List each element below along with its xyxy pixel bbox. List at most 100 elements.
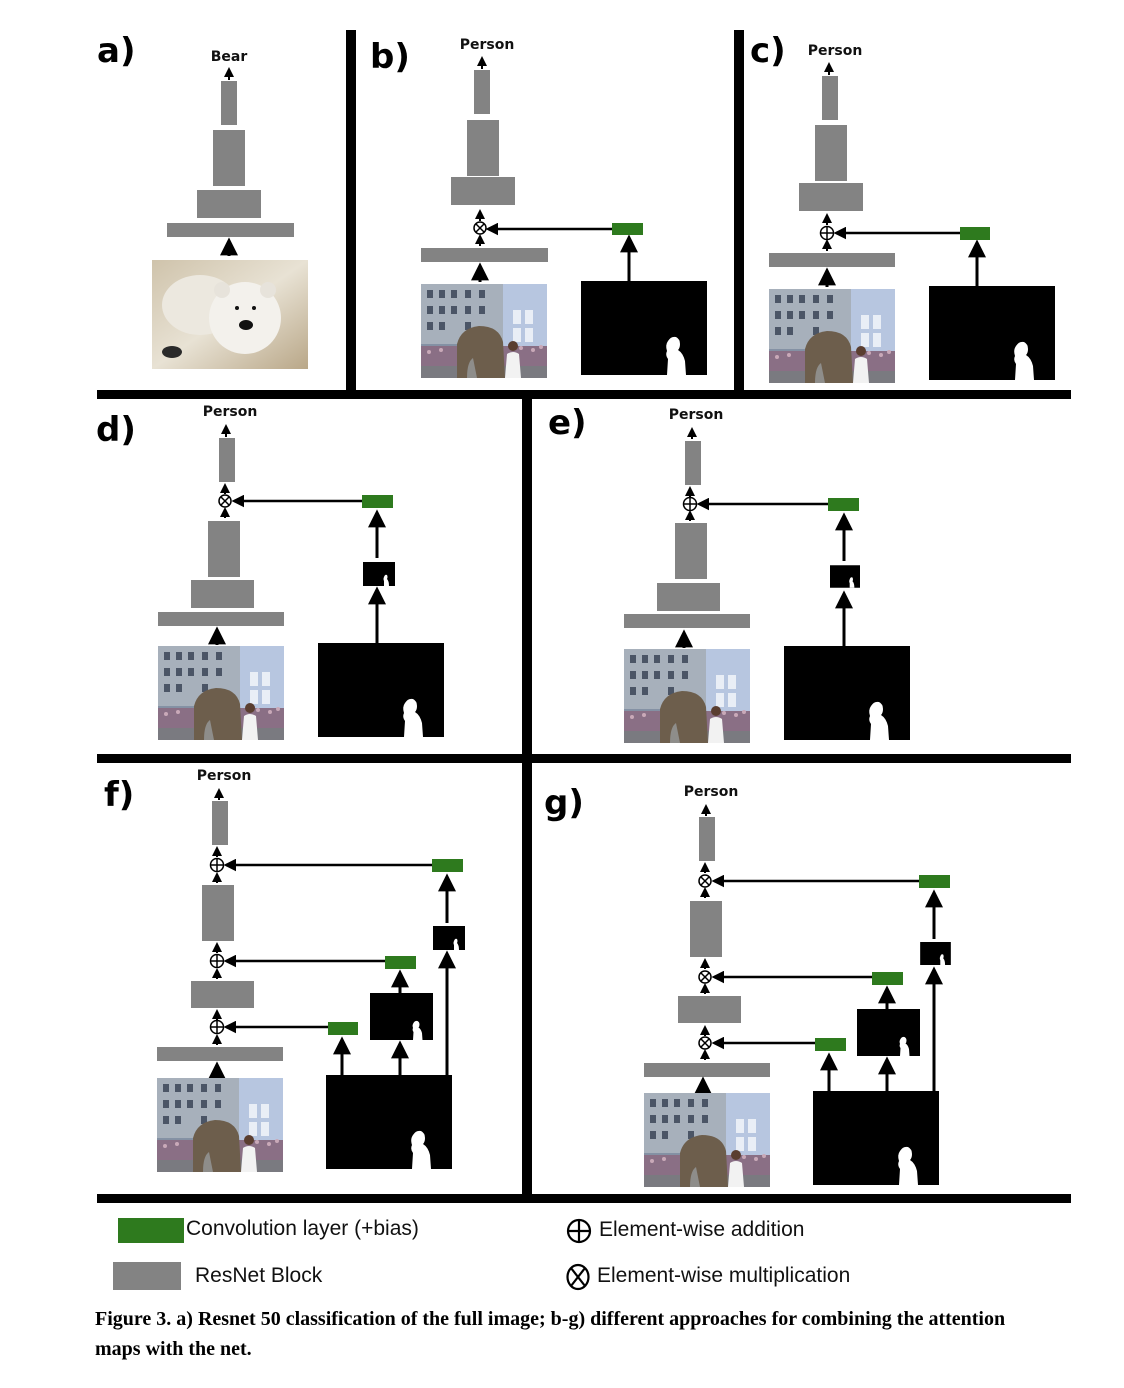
divider-f-g xyxy=(522,763,532,1197)
downsampled-mask xyxy=(370,993,433,1040)
resnet-block xyxy=(421,248,548,262)
panel-dividers xyxy=(97,30,1071,1203)
multiply-op-icon xyxy=(698,874,712,888)
resnet-block xyxy=(167,223,294,237)
conv-layer xyxy=(432,859,463,872)
legend-add-label: Element-wise addition xyxy=(599,1218,805,1241)
resnet-block xyxy=(467,120,499,176)
input-image-street xyxy=(157,1078,283,1172)
resnet-block xyxy=(815,125,847,181)
input-image-street xyxy=(624,649,750,743)
conv-layer xyxy=(919,875,950,888)
divider-d-e xyxy=(522,399,532,759)
divider-row2 xyxy=(97,754,1071,763)
resnet-block xyxy=(690,901,722,957)
resnet-block xyxy=(685,441,701,485)
panel-letter: c) xyxy=(750,31,786,71)
add-op-icon xyxy=(566,1218,592,1244)
input-image-street xyxy=(769,289,895,383)
conv-layer xyxy=(872,972,903,985)
divider-row1 xyxy=(97,390,1071,399)
multiply-op-icon xyxy=(218,494,232,508)
attention-mask xyxy=(326,1075,452,1169)
output-label: Person xyxy=(460,37,515,53)
attention-mask xyxy=(784,646,910,740)
attention-mask xyxy=(813,1091,939,1185)
resnet-block xyxy=(644,1063,770,1077)
panel-c: c) Person xyxy=(750,31,1055,383)
resnet-block xyxy=(675,523,707,579)
input-image-street xyxy=(158,646,284,740)
panel-b: b) Person xyxy=(370,37,707,378)
legend-conv-swatch xyxy=(118,1218,184,1243)
input-image-street xyxy=(421,284,547,378)
divider-b-c xyxy=(734,30,744,392)
attention-mask xyxy=(581,281,707,375)
output-label: Person xyxy=(203,404,258,420)
legend-conv-label: Convolution layer (+bias) xyxy=(186,1217,419,1240)
divider-row3 xyxy=(97,1194,1071,1203)
downsampled-mask xyxy=(857,1009,920,1056)
resnet-block xyxy=(221,81,237,125)
panel-letter: f) xyxy=(104,775,134,815)
panel-letter: b) xyxy=(370,37,410,77)
panel-a: a) Bear xyxy=(97,31,308,369)
resnet-block xyxy=(624,614,750,628)
panel-e: e) Person xyxy=(548,403,910,743)
conv-layer xyxy=(815,1038,846,1051)
output-label: Bear xyxy=(211,49,248,65)
add-op-icon xyxy=(209,1019,225,1035)
multiply-op-icon xyxy=(698,1036,712,1050)
resnet-block xyxy=(197,190,261,218)
add-op-icon xyxy=(209,953,225,969)
multiply-op-icon xyxy=(473,221,487,235)
resnet-block xyxy=(769,253,895,267)
legend-resnet-swatch xyxy=(113,1262,181,1290)
panel-letter: a) xyxy=(97,31,135,71)
resnet-block xyxy=(158,612,284,626)
resnet-block xyxy=(191,981,254,1008)
resnet-block xyxy=(451,177,515,205)
input-image-street xyxy=(644,1093,770,1187)
resnet-block xyxy=(474,70,490,114)
multiply-op-icon xyxy=(698,970,712,984)
input-image-polar-bears xyxy=(152,260,308,369)
legend-mul-label: Element-wise multiplication xyxy=(597,1264,851,1287)
figure-caption: Figure 3. a) Resnet 50 classification of… xyxy=(95,1308,1006,1360)
conv-layer xyxy=(828,498,859,511)
resnet-block xyxy=(191,580,254,608)
resnet-block xyxy=(699,817,715,861)
panel-letter: d) xyxy=(96,410,136,450)
output-label: Person xyxy=(669,407,724,423)
attention-mask xyxy=(929,286,1055,380)
resnet-block xyxy=(213,130,245,186)
legend xyxy=(113,1218,592,1291)
add-op-icon xyxy=(209,857,225,873)
downsampled-mask xyxy=(920,942,951,965)
downsampled-mask xyxy=(830,565,860,588)
panel-letter: g) xyxy=(544,783,584,823)
downsampled-mask xyxy=(363,562,395,586)
add-op-icon xyxy=(682,496,698,512)
legend-resnet-label: ResNet Block xyxy=(195,1264,323,1287)
conv-layer xyxy=(960,227,990,240)
output-label: Person xyxy=(808,43,863,59)
resnet-block xyxy=(202,885,234,941)
downsampled-mask xyxy=(433,926,465,950)
resnet-block xyxy=(219,438,235,482)
output-label: Person xyxy=(684,784,739,800)
multiply-op-icon xyxy=(566,1263,590,1291)
output-label: Person xyxy=(197,768,252,784)
divider-a-b xyxy=(346,30,356,392)
conv-layer xyxy=(362,495,393,508)
panel-d: d) Person xyxy=(96,404,444,740)
resnet-block xyxy=(212,801,228,845)
resnet-block xyxy=(657,583,720,611)
conv-layer xyxy=(612,223,643,235)
add-op-icon xyxy=(819,225,835,241)
resnet-block xyxy=(157,1047,283,1061)
conv-layer xyxy=(385,956,416,969)
panel-f: f) Person xyxy=(104,768,465,1172)
resnet-block xyxy=(822,76,838,120)
